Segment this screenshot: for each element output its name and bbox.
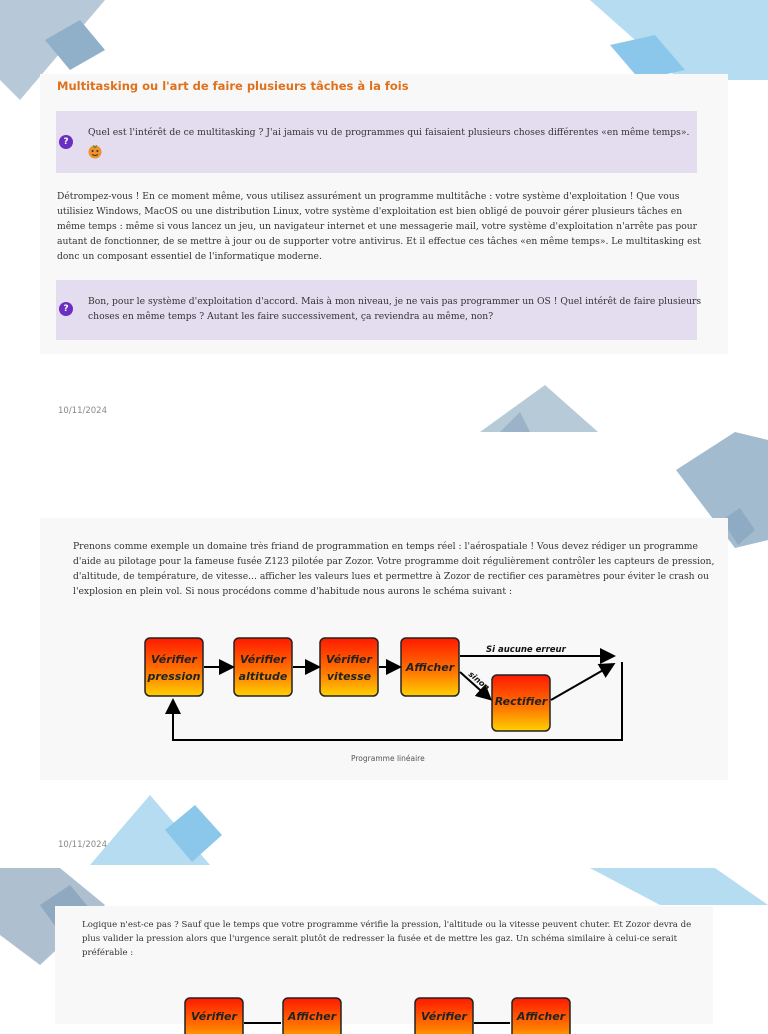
box-label: Afficher	[405, 661, 455, 674]
paragraph-1: Détrompez-vous ! En ce moment même, vous…	[57, 189, 701, 264]
paragraph-2: Prenons comme exemple un domaine très fr…	[73, 539, 714, 599]
paragraph-line: Détrompez-vous ! En ce moment même, vous…	[57, 191, 680, 202]
box-label: Vérifier	[326, 653, 372, 666]
paragraph-line: utilisiez Windows, MacOS ou une distribu…	[57, 206, 683, 217]
paragraph-line: autant de fonctionner, de se mettre à jo…	[57, 236, 701, 247]
paragraph-3: Logique n'est-ce pas ? Sauf que le temps…	[82, 918, 691, 960]
box-label: Vérifier	[240, 653, 286, 666]
paragraph-line: l'explosion en plein vol. Si nous procéd…	[73, 586, 513, 597]
parallel-program-diagram: Vérifier Afficher Vérifier Afficher	[184, 997, 571, 1034]
question-box-1	[56, 111, 697, 173]
date-label: 10/11/2024	[58, 840, 107, 850]
verify-speed-box	[319, 637, 379, 697]
paragraph-line: Prenons comme exemple un domaine très fr…	[73, 541, 698, 552]
date-label: 10/11/2024	[58, 406, 107, 416]
paragraph-line: donc un composant essentiel de l'informa…	[57, 251, 322, 262]
box-label: Rectifier	[495, 695, 548, 708]
question-icon: ?	[59, 302, 73, 316]
box-label: Afficher	[516, 1010, 566, 1023]
box-label: vitesse	[327, 670, 372, 683]
paragraph-line: même temps : même si vous lancez un jeu,…	[57, 221, 698, 232]
zozor-emoji-icon	[88, 145, 102, 159]
rectify-box	[491, 674, 551, 732]
question-line: choses en même temps ? Autant les faire …	[88, 311, 494, 322]
edge-label-no-error: Si aucune erreur	[486, 645, 567, 655]
box-label: Vérifier	[151, 653, 197, 666]
section-title: Multitasking ou l'art de faire plusieurs…	[57, 79, 409, 93]
paragraph-line: Logique n'est-ce pas ? Sauf que le temps…	[82, 920, 692, 930]
verify-altitude-box	[233, 637, 293, 697]
linear-program-diagram: Vérifier pression Vérifier altitude Véri…	[144, 637, 623, 741]
question-line: Bon, pour le système d'exploitation d'ac…	[88, 296, 702, 307]
question-icon: ?	[59, 135, 73, 149]
diagram-caption: Programme linéaire	[351, 754, 425, 763]
paragraph-line: d'altitude, de température, de vitesse..…	[73, 571, 709, 582]
box-label: Afficher	[287, 1010, 337, 1023]
question-text-2: Bon, pour le système d'exploitation d'ac…	[88, 294, 701, 324]
paragraph-line: d'aide au pilotage pour la fameuse fusée…	[73, 556, 715, 567]
section-card-3	[55, 906, 713, 1024]
paragraph-line: préférable :	[82, 948, 134, 958]
box-label: pression	[146, 670, 200, 683]
verify-pressure-box	[144, 637, 204, 697]
question-text-1: Quel est l'intérêt de ce multitasking ? …	[88, 127, 690, 138]
box-label: Vérifier	[421, 1010, 467, 1023]
box-label: altitude	[239, 670, 288, 683]
question-box-2	[56, 280, 697, 340]
paragraph-line: plus valider la pression alors que l'urg…	[82, 934, 678, 944]
box-label: Vérifier	[191, 1010, 237, 1023]
